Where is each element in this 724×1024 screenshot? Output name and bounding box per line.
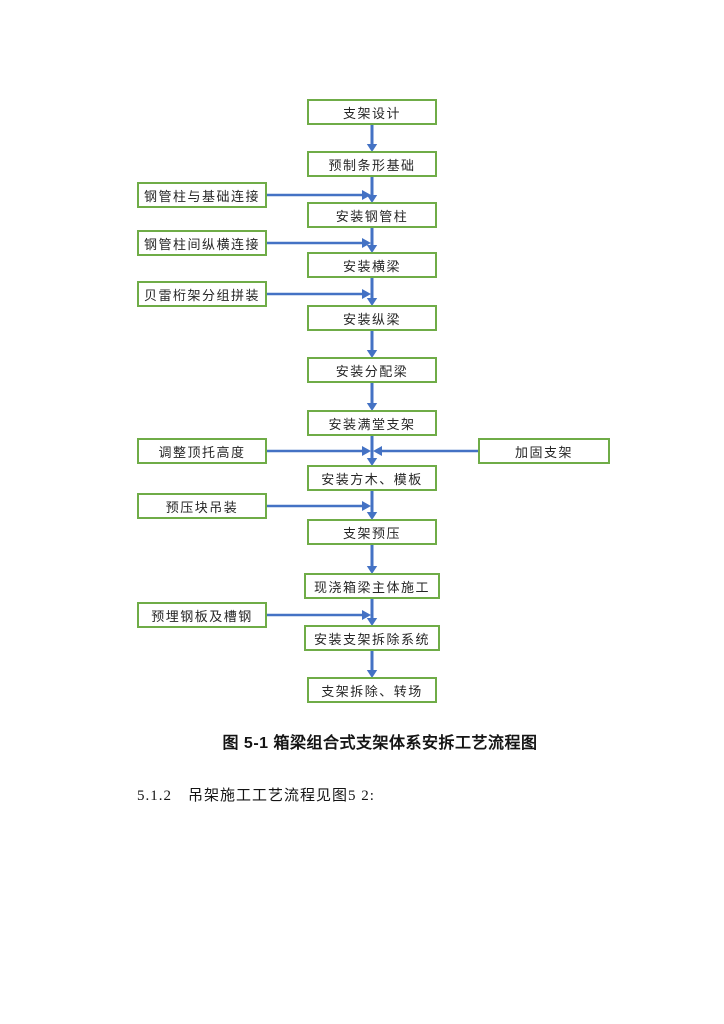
arrow-right-column-lateral <box>267 238 371 248</box>
arrow-down-4 <box>366 278 378 306</box>
arrow-left-reinforce-scaffold <box>373 446 478 456</box>
figure-caption: 图 5-1 箱梁组合式支架体系安拆工艺流程图 <box>222 735 538 752</box>
flow-node-embedded-steel-plates: 预埋钢板及槽钢 <box>137 602 267 628</box>
arrow-right-column-foundation <box>267 190 371 200</box>
flow-node-install-distribution-beams: 安装分配梁 <box>307 357 437 383</box>
flow-node-reinforce-scaffold: 加固支架 <box>478 438 610 464</box>
flow-node-install-longitudinal-beams: 安装纵梁 <box>307 305 437 331</box>
arrow-right-preload-block <box>267 501 371 511</box>
arrow-down-11 <box>366 651 378 678</box>
arrow-down-1 <box>366 125 378 152</box>
flow-node-column-foundation-connection: 钢管柱与基础连接 <box>137 182 267 208</box>
flow-node-column-lateral-connection: 钢管柱间纵横连接 <box>137 230 267 256</box>
arrow-right-adjust-jack <box>267 446 371 456</box>
flow-node-preload-block-hoisting: 预压块吊装 <box>137 493 267 519</box>
flow-node-cast-in-place-box-girder: 现浇箱梁主体施工 <box>304 573 440 599</box>
flow-node-bailey-truss-assembly: 贝雷桁架分组拼装 <box>137 281 267 307</box>
flow-node-install-cross-beams: 安装横梁 <box>307 252 437 278</box>
arrow-down-10 <box>366 599 378 626</box>
arrow-down-5 <box>366 331 378 358</box>
arrow-down-3 <box>366 228 378 253</box>
flow-node-install-timber-formwork: 安装方木、模板 <box>307 465 437 491</box>
flow-node-scaffold-preloading: 支架预压 <box>307 519 437 545</box>
flow-node-install-steel-pipe-columns: 安装钢管柱 <box>307 202 437 228</box>
arrow-down-7 <box>366 436 378 466</box>
arrow-right-bailey-truss <box>267 289 371 299</box>
arrow-down-8 <box>366 491 378 520</box>
flow-node-support-design: 支架设计 <box>307 99 437 125</box>
flow-node-adjust-jack-height: 调整顶托高度 <box>137 438 267 464</box>
flow-node-install-full-scaffold: 安装满堂支架 <box>307 410 437 436</box>
flow-node-install-dismantling-system: 安装支架拆除系统 <box>304 625 440 651</box>
flow-node-precast-strip-foundation: 预制条形基础 <box>307 151 437 177</box>
section-heading: 5.1.2 吊架施工工艺流程见图5 2: <box>137 788 375 804</box>
arrow-right-embedded-plates <box>267 610 371 620</box>
arrow-down-9 <box>366 545 378 574</box>
arrow-down-6 <box>366 383 378 411</box>
arrow-down-2 <box>366 177 378 203</box>
flow-node-scaffold-dismantle-relocate: 支架拆除、转场 <box>307 677 437 703</box>
